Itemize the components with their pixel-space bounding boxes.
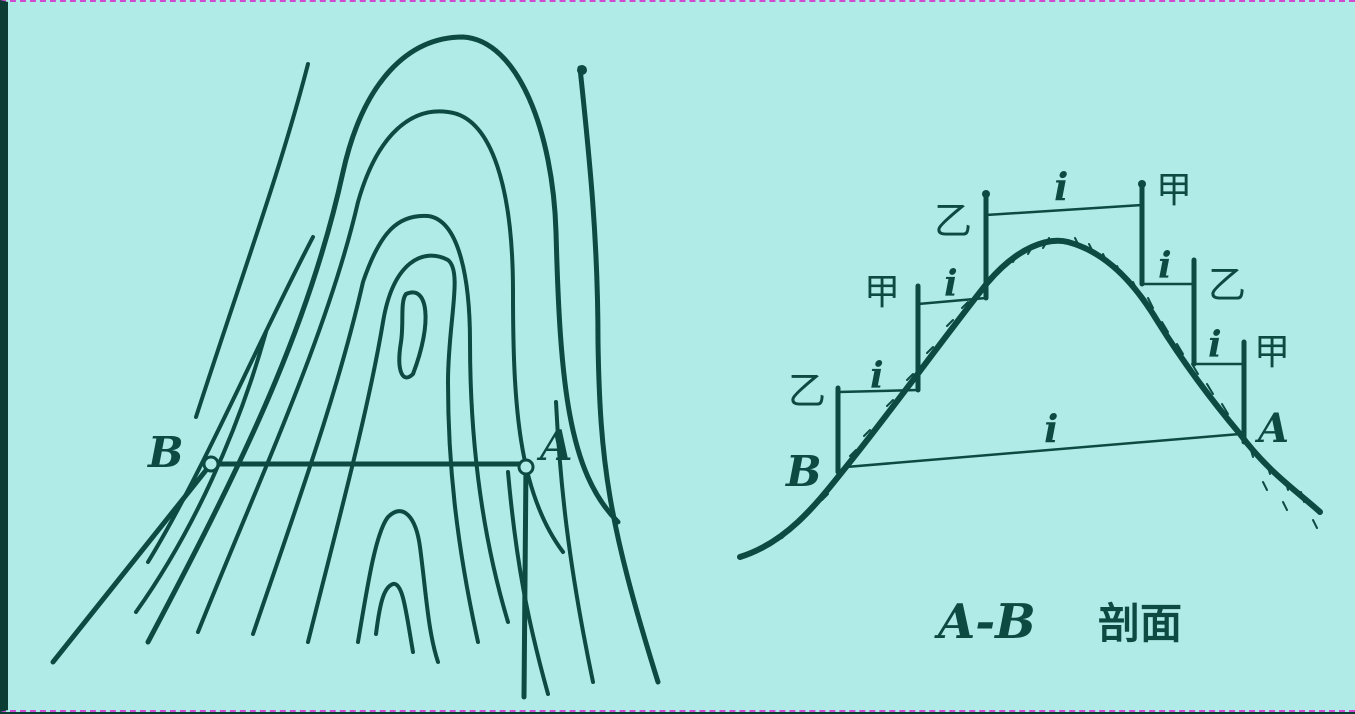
contour-line (196, 109, 565, 634)
staff-label: 乙 (788, 369, 826, 413)
contour-line (554, 400, 595, 684)
contour-line (397, 290, 428, 380)
contour-line (577, 65, 661, 685)
interval-symbol: i (944, 263, 958, 305)
staff-label: 甲 (1254, 332, 1290, 373)
diagram-svg: B A 乙 甲 乙 甲 乙 甲 i i i i i (50, 34, 1323, 700)
point-a-marker (517, 458, 535, 476)
contour-line (356, 509, 440, 664)
point-b-label: B (147, 428, 184, 477)
contour-line (145, 34, 621, 645)
staff-label: 甲 (1156, 170, 1192, 211)
profile-point-b-label: B (785, 447, 822, 496)
contour-line (251, 213, 510, 636)
contour-line (134, 330, 268, 614)
point-b-marker (202, 455, 220, 473)
vertical-line-a (521, 461, 529, 700)
interval-line-1 (836, 388, 920, 394)
profile-point-a-label: A (1254, 405, 1289, 452)
staff-label: 甲 (864, 272, 900, 313)
contour-map: B A (50, 34, 661, 700)
contour-line (306, 253, 480, 644)
summit-dot (577, 65, 587, 75)
terrain-hatching (781, 237, 1318, 539)
staff-top (982, 190, 990, 198)
slope-line-b (50, 461, 214, 665)
point-a-label: A (536, 421, 573, 470)
interval-line-3 (984, 203, 1144, 217)
contour-line (146, 235, 315, 564)
interval-symbol: i (1044, 406, 1058, 451)
profile-diagram: 乙 甲 乙 甲 乙 甲 i i i i i i B A A-B 剖面 (737, 164, 1323, 650)
staff-top (1138, 180, 1146, 188)
interval-line-2 (916, 296, 988, 306)
contour-line (374, 582, 415, 654)
interval-symbol: i (1054, 164, 1068, 209)
caption-text: 剖面 (1098, 599, 1182, 648)
staff-label: 乙 (934, 199, 972, 243)
caption-points: A-B (934, 594, 1036, 650)
interval-symbol: i (870, 355, 884, 397)
interval-symbol: i (1208, 324, 1222, 366)
staff-label: 乙 (1208, 263, 1246, 307)
contour-line (194, 62, 310, 419)
interval-line-b-a (844, 432, 1242, 469)
interval-symbol: i (1158, 245, 1172, 287)
